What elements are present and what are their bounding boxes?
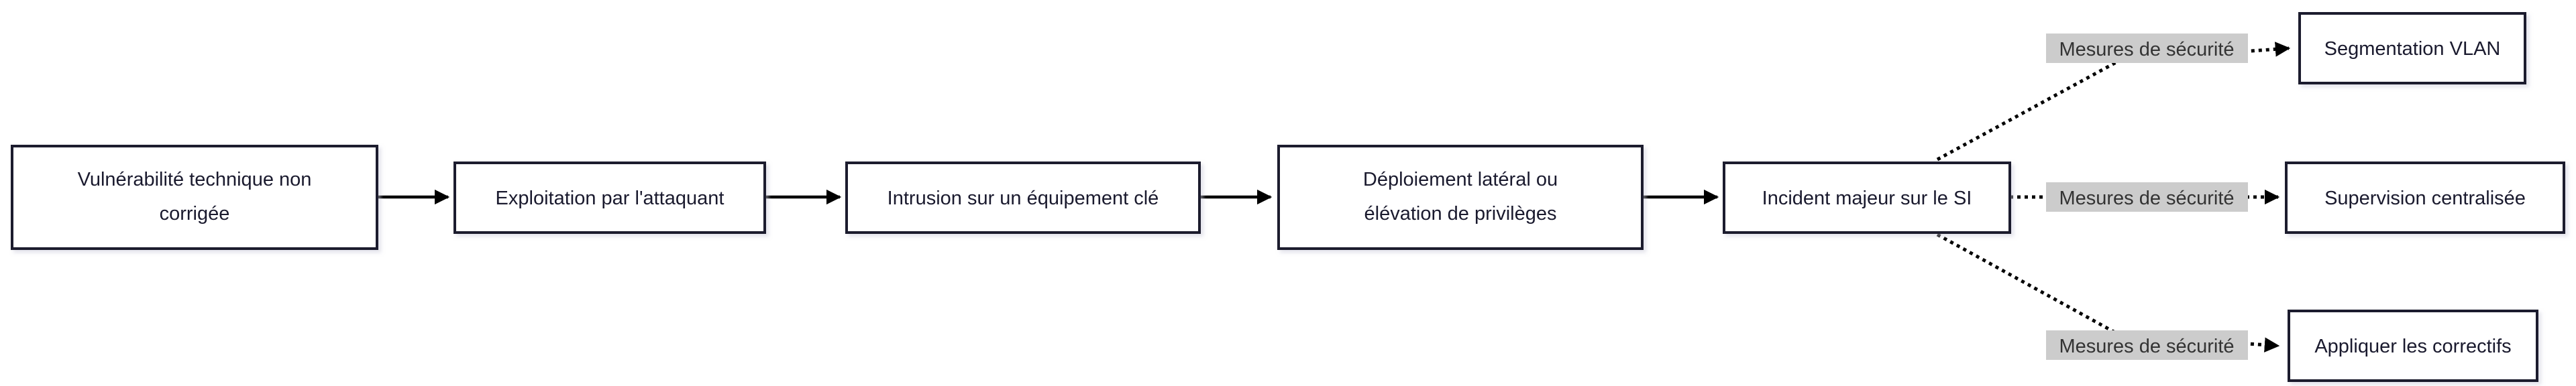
edge-label-supervision: Mesures de sécurité xyxy=(2046,182,2248,212)
node-vulnerability xyxy=(11,145,378,250)
node-intrusion-text: Intrusion sur un équipement clé xyxy=(888,188,1159,209)
node-intrusion xyxy=(845,162,1201,234)
edge-label-patches-text: Mesures de sécurité xyxy=(2059,336,2234,357)
edge-label-vlan: Mesures de sécurité xyxy=(2046,34,2248,63)
node-vulnerability-line1: Vulnérabilité technique non xyxy=(78,169,312,190)
edge-incident-to-patches xyxy=(1936,233,2280,352)
edge-label-vlan-text: Mesures de sécurité xyxy=(2059,39,2234,60)
node-exploitation xyxy=(453,162,766,234)
node-lateral-line1: Déploiement latéral ou xyxy=(1363,169,1558,190)
node-incident xyxy=(1723,162,2011,234)
node-incident-text: Incident majeur sur le SI xyxy=(1762,188,1972,209)
edge-incident-to-vlan xyxy=(1936,42,2291,162)
node-vlan-text: Segmentation VLAN xyxy=(2324,38,2501,60)
node-vlan xyxy=(2298,12,2526,84)
node-supervision-text: Supervision centralisée xyxy=(2324,188,2526,209)
node-lateral xyxy=(1277,145,1644,250)
node-lateral-line2: élévation de privilèges xyxy=(1364,203,1557,224)
edge-label-supervision-text: Mesures de sécurité xyxy=(2059,188,2234,209)
node-supervision xyxy=(2285,162,2565,234)
node-patches-text: Appliquer les correctifs xyxy=(2314,336,2511,357)
node-vulnerability-line2: corrigée xyxy=(160,203,230,224)
node-exploitation-text: Exploitation par l'attaquant xyxy=(496,188,724,209)
edge-label-patches: Mesures de sécurité xyxy=(2046,330,2248,360)
node-patches xyxy=(2288,310,2538,382)
